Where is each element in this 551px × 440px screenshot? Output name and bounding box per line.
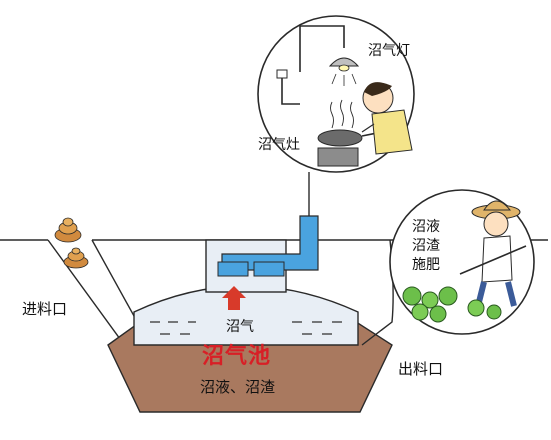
digester-title: 沼气池 — [202, 344, 272, 369]
up-arrow-icon — [222, 286, 246, 310]
fertilizer-line: 沼渣 — [412, 238, 440, 254]
gas-dashes — [150, 321, 342, 335]
biogas-label: 沼气 — [226, 319, 254, 335]
farm-bubble — [389, 189, 535, 335]
gas-pipe — [217, 172, 319, 277]
kitchen-bubble — [257, 15, 415, 173]
fertilizer-label: 沼液 沼渣 施肥 — [412, 218, 440, 275]
cabbage-icon — [402, 286, 502, 323]
stove-label: 沼气灶 — [258, 137, 300, 153]
fertilizer-line: 沼液 — [412, 219, 440, 235]
manure-icon — [54, 217, 89, 269]
residue-label: 沼液、沼渣 — [200, 378, 276, 396]
inlet-label: 进料口 — [22, 300, 68, 318]
fertilizer-line: 施肥 — [412, 257, 440, 273]
cook-figure — [361, 82, 413, 155]
lamp-icon — [328, 57, 360, 86]
outlet-label: 出料口 — [398, 360, 444, 378]
lamp-label: 沼气灯 — [368, 43, 410, 59]
